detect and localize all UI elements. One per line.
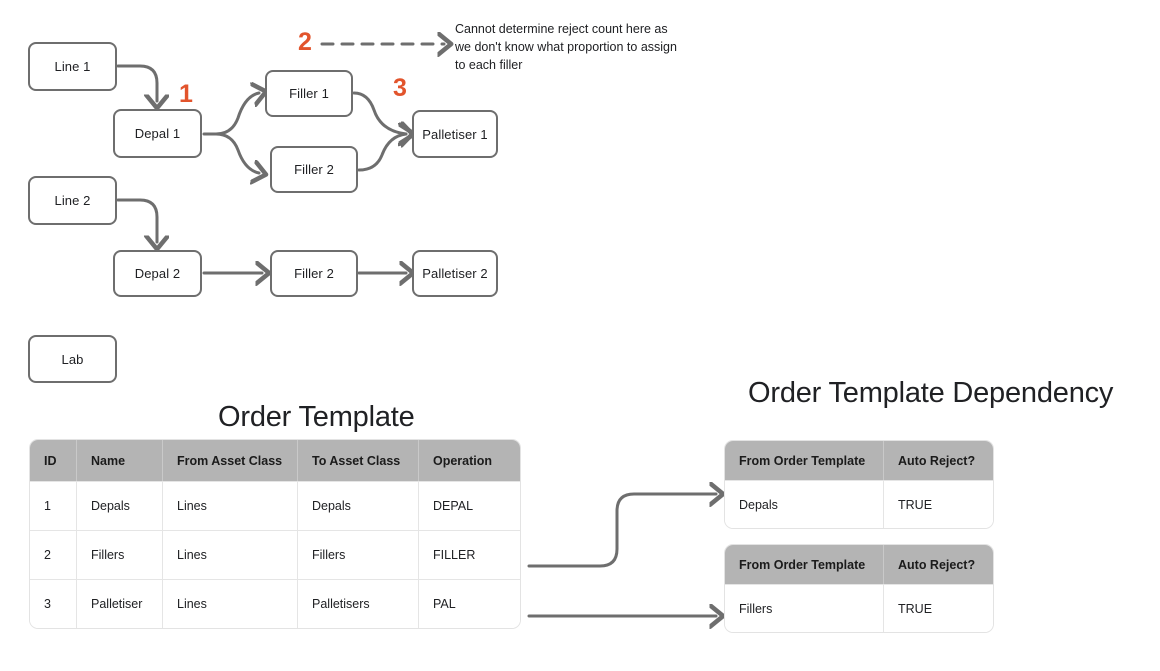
node-line-2[interactable]: Line 2 xyxy=(28,176,117,225)
table-header-row: ID Name From Asset Class To Asset Class … xyxy=(30,440,520,481)
column-header-from-asset-class: From Asset Class xyxy=(163,440,298,481)
table-row[interactable]: Depals TRUE xyxy=(725,480,993,528)
cell-to-asset-class: Fillers xyxy=(298,530,419,579)
step-number-2: 2 xyxy=(298,28,312,56)
cell-from-asset-class: Lines xyxy=(163,530,298,579)
node-label: Filler 1 xyxy=(289,86,329,101)
column-header-auto-reject: Auto Reject? xyxy=(884,441,993,480)
table-header-row: From Order Template Auto Reject? xyxy=(725,545,993,584)
node-filler-1[interactable]: Filler 1 xyxy=(265,70,353,117)
table-row[interactable]: 1 Depals Lines Depals DEPAL xyxy=(30,481,520,530)
cell-name: Depals xyxy=(77,481,163,530)
cell-from-asset-class: Lines xyxy=(163,579,298,628)
cell-auto-reject: TRUE xyxy=(884,480,993,528)
column-header-to-asset-class: To Asset Class xyxy=(298,440,419,481)
cell-name: Fillers xyxy=(77,530,163,579)
cell-name: Palletiser xyxy=(77,579,163,628)
node-label: Line 1 xyxy=(54,59,91,74)
node-palletiser-1[interactable]: Palletiser 1 xyxy=(412,110,498,158)
node-label: Line 2 xyxy=(54,193,91,208)
table-row[interactable]: Fillers TRUE xyxy=(725,584,993,632)
node-label: Depal 1 xyxy=(134,126,181,141)
table-link-connectors xyxy=(527,430,760,660)
cell-id: 1 xyxy=(30,481,77,530)
cell-operation: DEPAL xyxy=(419,481,520,530)
node-depal-1[interactable]: Depal 1 xyxy=(113,109,202,158)
step-number-3: 3 xyxy=(393,74,407,102)
cell-id: 3 xyxy=(30,579,77,628)
node-label: Palletiser 1 xyxy=(422,126,488,142)
node-filler-2-lower[interactable]: Filler 2 xyxy=(270,250,358,297)
node-label: Filler 2 xyxy=(294,266,334,281)
order-template-dependency-table-2: From Order Template Auto Reject? Fillers… xyxy=(725,545,993,632)
cell-operation: PAL xyxy=(419,579,520,628)
table-row[interactable]: 2 Fillers Lines Fillers FILLER xyxy=(30,530,520,579)
flow-diagram-connectors xyxy=(116,0,1160,400)
step-number-1: 1 xyxy=(179,80,193,108)
cell-operation: FILLER xyxy=(419,530,520,579)
node-label: Palletiser 2 xyxy=(422,266,488,281)
column-header-operation: Operation xyxy=(419,440,520,481)
node-palletiser-2[interactable]: Palletiser 2 xyxy=(412,250,498,297)
node-line-1[interactable]: Line 1 xyxy=(28,42,117,91)
order-template-table: ID Name From Asset Class To Asset Class … xyxy=(30,440,520,628)
cell-to-asset-class: Depals xyxy=(298,481,419,530)
order-template-dependency-table-1: From Order Template Auto Reject? Depals … xyxy=(725,441,993,528)
column-header-id: ID xyxy=(30,440,77,481)
node-label: Filler 2 xyxy=(294,162,334,177)
column-header-from-order-template: From Order Template xyxy=(725,545,884,584)
node-label: Lab xyxy=(61,351,84,367)
node-depal-2[interactable]: Depal 2 xyxy=(113,250,202,297)
cell-auto-reject: TRUE xyxy=(884,584,993,632)
node-lab[interactable]: Lab xyxy=(28,335,117,383)
order-template-title: Order Template xyxy=(218,401,415,433)
reject-count-annotation: Cannot determine reject count here as we… xyxy=(455,22,677,72)
cell-from-order-template: Depals xyxy=(725,480,884,528)
column-header-name: Name xyxy=(77,440,163,481)
cell-to-asset-class: Palletisers xyxy=(298,579,419,628)
node-label: Depal 2 xyxy=(134,266,181,281)
cell-id: 2 xyxy=(30,530,77,579)
order-template-dependency-title: Order Template Dependency xyxy=(748,377,1114,409)
cell-from-order-template: Fillers xyxy=(725,584,884,632)
table-header-row: From Order Template Auto Reject? xyxy=(725,441,993,480)
column-header-auto-reject: Auto Reject? xyxy=(884,545,993,584)
table-row[interactable]: 3 Palletiser Lines Palletisers PAL xyxy=(30,579,520,628)
node-filler-2-upper[interactable]: Filler 2 xyxy=(270,146,358,193)
column-header-from-order-template: From Order Template xyxy=(725,441,884,480)
cell-from-asset-class: Lines xyxy=(163,481,298,530)
